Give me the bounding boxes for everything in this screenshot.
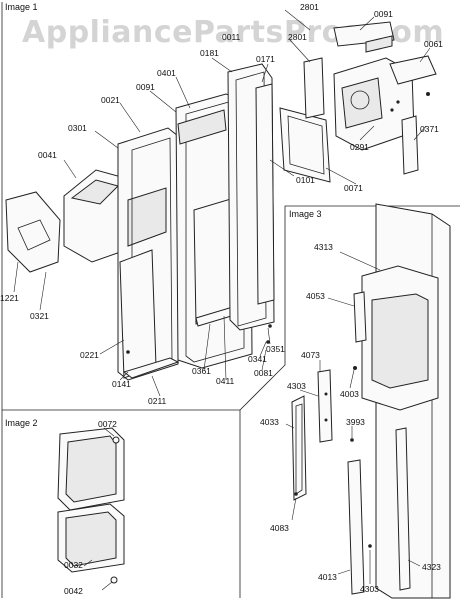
- part-label: 0411: [216, 376, 235, 386]
- part-label: 0021: [101, 95, 120, 105]
- part-label: 0081: [254, 368, 273, 378]
- part-label: 4073: [301, 350, 320, 360]
- part-label: 4303: [287, 381, 306, 391]
- image2-drawing: 0072 0032 0042: [57, 419, 125, 596]
- part-label: 4003: [340, 389, 359, 399]
- part-label: 0211: [148, 396, 167, 406]
- part-label: 4313: [314, 242, 333, 252]
- part-label: 4033: [260, 417, 279, 427]
- part-label: 0181: [200, 48, 219, 58]
- part-label: 0091: [136, 82, 155, 92]
- part-label: 2801: [288, 32, 307, 42]
- part-label: 4013: [318, 572, 337, 582]
- part-label: 0071: [344, 183, 363, 193]
- part-label: 4303: [360, 584, 379, 594]
- part-label: 0072: [98, 419, 117, 429]
- part-label: 0101: [296, 175, 315, 185]
- part-label: 0032: [64, 560, 83, 570]
- part-label: 3993: [346, 417, 365, 427]
- image3-drawing: 4313 4053 4073 4003 4303 4033 3993 4083 …: [260, 203, 451, 599]
- panel-title-image2: Image 2: [5, 418, 38, 428]
- part-label: 0341: [248, 354, 267, 364]
- part-label: 0361: [192, 366, 211, 376]
- part-label: 0371: [420, 124, 439, 134]
- part-label: 0041: [38, 150, 57, 160]
- part-label: 4053: [306, 291, 325, 301]
- part-label: 0061: [424, 39, 443, 49]
- panel-title-image3: Image 3: [289, 209, 322, 219]
- part-label: 4083: [270, 523, 289, 533]
- part-label: 4323: [422, 562, 441, 572]
- part-label: 0141: [112, 379, 131, 389]
- part-label: 0291: [350, 142, 369, 152]
- part-label: 0091: [374, 9, 393, 19]
- part-label: 0011: [222, 32, 241, 42]
- image1-drawing: 2801 0091 0011 0061 2801 0181 0171 0401 …: [0, 2, 443, 406]
- part-label: 1221: [0, 293, 19, 303]
- part-label: 2801: [300, 2, 319, 12]
- part-label: 0301: [68, 123, 87, 133]
- part-label: 0171: [256, 54, 275, 64]
- part-label: 0351: [266, 344, 285, 354]
- part-label: 0042: [64, 586, 83, 596]
- panel-title-image1: Image 1: [5, 2, 38, 12]
- part-label: 0401: [157, 68, 176, 78]
- part-label: 0221: [80, 350, 99, 360]
- part-label: 0321: [30, 311, 49, 321]
